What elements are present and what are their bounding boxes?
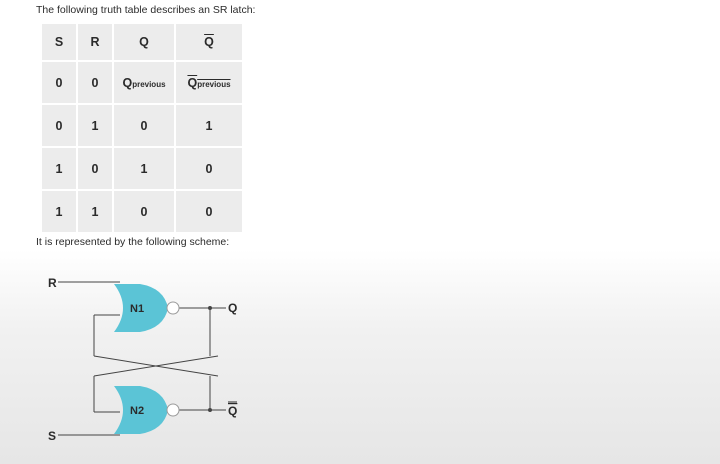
cell-q-bar: 0 (176, 148, 242, 189)
table-row: 1 1 0 0 (42, 191, 242, 232)
header-s: S (42, 24, 76, 60)
cell-r: 1 (78, 191, 112, 232)
label-q-bar: Q (228, 404, 237, 418)
scheme-caption: It is represented by the following schem… (36, 236, 230, 248)
cell-q-bar: Qprevious (176, 62, 242, 103)
previous-subscript: previous (132, 79, 166, 89)
cell-r: 0 (78, 148, 112, 189)
table-header-row: S R Q Q (42, 24, 242, 60)
previous-subscript: previous (197, 79, 231, 89)
header-q: Q (114, 24, 174, 60)
inversion-bubble-n1 (166, 301, 180, 315)
wire-cross-2 (93, 355, 219, 377)
header-q-bar: Q (176, 24, 242, 60)
cell-q: Qprevious (114, 62, 174, 103)
cell-q-bar-value: Q (187, 75, 198, 90)
label-s: S (48, 429, 56, 443)
cell-q-value: Q (122, 75, 133, 90)
cell-q: 0 (114, 191, 174, 232)
junction-dot-q-bar (208, 408, 212, 412)
sr-latch-diagram: R S N1 N2 Q Q (48, 276, 237, 443)
table-row: 1 0 1 0 (42, 148, 242, 189)
label-n1: N1 (130, 303, 144, 315)
cell-q-bar: 0 (176, 191, 242, 232)
junction-dot-q (208, 306, 212, 310)
label-r: R (48, 276, 57, 290)
intro-text: The following truth table describes an S… (36, 4, 256, 16)
header-r: R (78, 24, 112, 60)
cell-q: 0 (114, 105, 174, 146)
cell-r: 0 (78, 62, 112, 103)
cell-s: 1 (42, 191, 76, 232)
cell-q: 1 (114, 148, 174, 189)
cell-q-bar: 1 (176, 105, 242, 146)
nor-gate-n2 (114, 386, 168, 434)
label-n2: N2 (130, 405, 144, 417)
table-row: 0 0 Qprevious Qprevious (42, 62, 242, 103)
truth-table: S R Q Q 0 0 Qprevious Qprevious 0 1 0 1 … (40, 22, 244, 234)
cell-r: 1 (78, 105, 112, 146)
table-row: 0 1 0 1 (42, 105, 242, 146)
cell-s: 0 (42, 62, 76, 103)
label-q: Q (228, 301, 237, 315)
cell-s: 1 (42, 148, 76, 189)
cell-q-bar-overlined: Qprevious (187, 76, 230, 90)
nor-gate-n1 (114, 284, 168, 332)
inversion-bubble-n2 (166, 403, 180, 417)
cell-s: 0 (42, 105, 76, 146)
